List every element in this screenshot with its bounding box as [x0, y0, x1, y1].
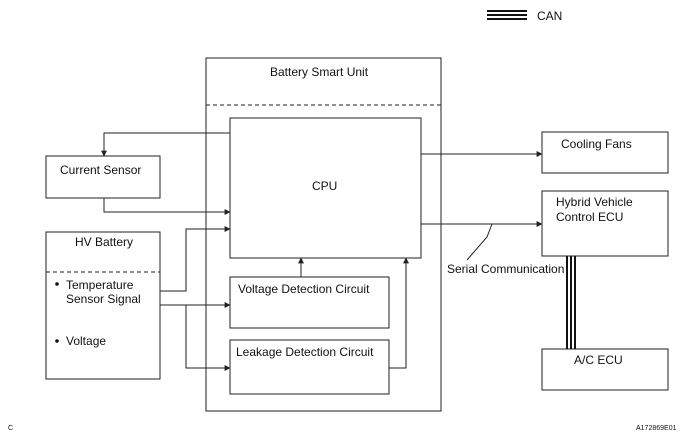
can-bus-link [566, 256, 576, 349]
corner-left-label: C [8, 425, 13, 432]
serial-communication-pointer [466, 223, 493, 261]
hv-battery-label: HV Battery [75, 235, 133, 249]
temperature-to-cpu-line [160, 226, 231, 292]
hv-battery-box [45, 231, 161, 380]
voltage-detection-circuit-box [229, 276, 390, 329]
leakage-detection-circuit-box [229, 339, 390, 395]
cooling-fans-box [541, 131, 669, 174]
ac-ecu-label: A/C ECU [574, 353, 623, 367]
current-sensor-label: Current Sensor [60, 163, 141, 177]
bullet-temperature [55, 282, 59, 286]
cpu-to-current-sensor-line [101, 132, 230, 157]
can-legend: CAN [487, 9, 562, 23]
current-sensor-box [45, 155, 161, 199]
hybrid-vehicle-control-ecu-box [541, 190, 669, 257]
serial-communication-label: Serial Communication [447, 262, 564, 276]
bullet-voltage [55, 339, 59, 343]
ac-ecu-box [541, 348, 669, 391]
can-legend-label: CAN [537, 9, 562, 23]
temperature-sensor-signal-line1: Temperature [66, 278, 134, 292]
current-sensor-to-cpu-line [103, 198, 231, 215]
hybrid-vehicle-control-ecu-label-line2: Control ECU [556, 210, 623, 224]
cooling-fans-label: Cooling Fans [561, 137, 632, 151]
temperature-sensor-signal-line2: Sensor Signal [66, 292, 141, 306]
leakage-detection-to-cpu-line [389, 257, 409, 369]
battery-smart-unit-label: Battery Smart Unit [270, 65, 369, 79]
voltage-detection-circuit-label: Voltage Detection Circuit [238, 282, 370, 296]
hybrid-vehicle-control-ecu-label-line1: Hybrid Vehicle [556, 195, 633, 209]
figure-id-label: A172869E01 [636, 425, 677, 432]
voltage-item: Voltage [66, 334, 106, 348]
cpu-label: CPU [312, 179, 337, 193]
battery-to-leakage-detection-line [185, 305, 231, 371]
leakage-detection-circuit-label: Leakage Detection Circuit [236, 345, 374, 359]
cpu-box [229, 117, 422, 259]
